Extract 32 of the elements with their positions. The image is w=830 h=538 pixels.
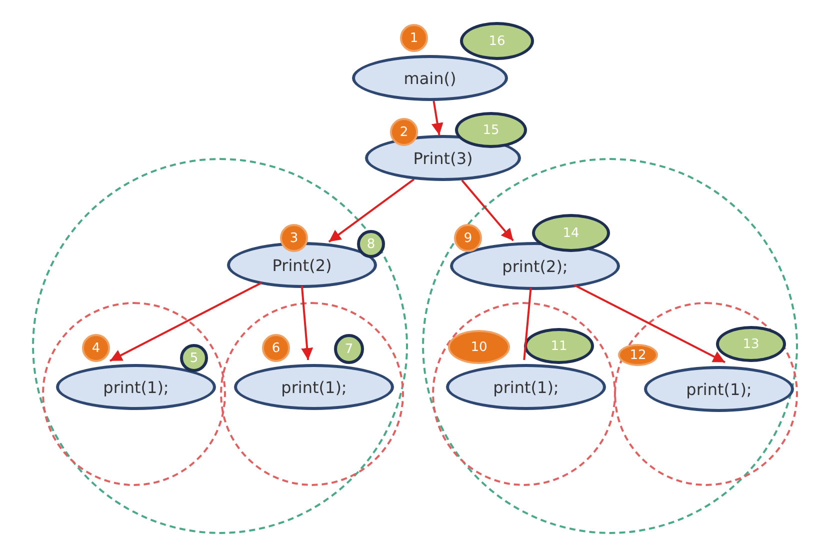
call-ellipse: print(1); bbox=[644, 366, 794, 412]
return-number-badge: 11 bbox=[524, 328, 594, 364]
call-ellipse: print(2); bbox=[450, 242, 620, 290]
arrow bbox=[574, 284, 726, 364]
arrow bbox=[461, 180, 514, 242]
step-number-badge: 4 bbox=[82, 334, 110, 362]
return-number-badge: 14 bbox=[532, 214, 610, 252]
step-number-badge: 10 bbox=[448, 330, 510, 364]
call-ellipse: print(1); bbox=[56, 364, 216, 410]
dashed-circle bbox=[42, 302, 226, 486]
return-number-badge: 13 bbox=[716, 326, 786, 362]
return-number-badge: 15 bbox=[455, 112, 527, 148]
step-number-badge: 1 bbox=[400, 24, 428, 52]
dashed-circle bbox=[220, 302, 404, 486]
arrow bbox=[110, 282, 262, 362]
arrow bbox=[328, 178, 415, 243]
dashed-circle bbox=[432, 302, 616, 486]
arrow bbox=[431, 100, 444, 136]
dashed-circle bbox=[614, 302, 798, 486]
step-number-badge: 12 bbox=[618, 344, 658, 366]
return-number-badge: 7 bbox=[334, 334, 364, 364]
call-ellipse: main() bbox=[352, 55, 508, 101]
return-number-badge: 5 bbox=[180, 344, 208, 372]
return-number-badge: 16 bbox=[460, 22, 534, 60]
step-number-badge: 6 bbox=[262, 334, 290, 362]
step-number-badge: 9 bbox=[454, 224, 482, 252]
return-number-badge: 8 bbox=[357, 230, 385, 258]
call-ellipse: print(1); bbox=[446, 364, 606, 410]
step-number-badge: 2 bbox=[390, 118, 418, 146]
dashed-circle bbox=[32, 158, 408, 534]
call-ellipse: print(1); bbox=[234, 364, 394, 410]
step-number-badge: 3 bbox=[280, 224, 308, 252]
